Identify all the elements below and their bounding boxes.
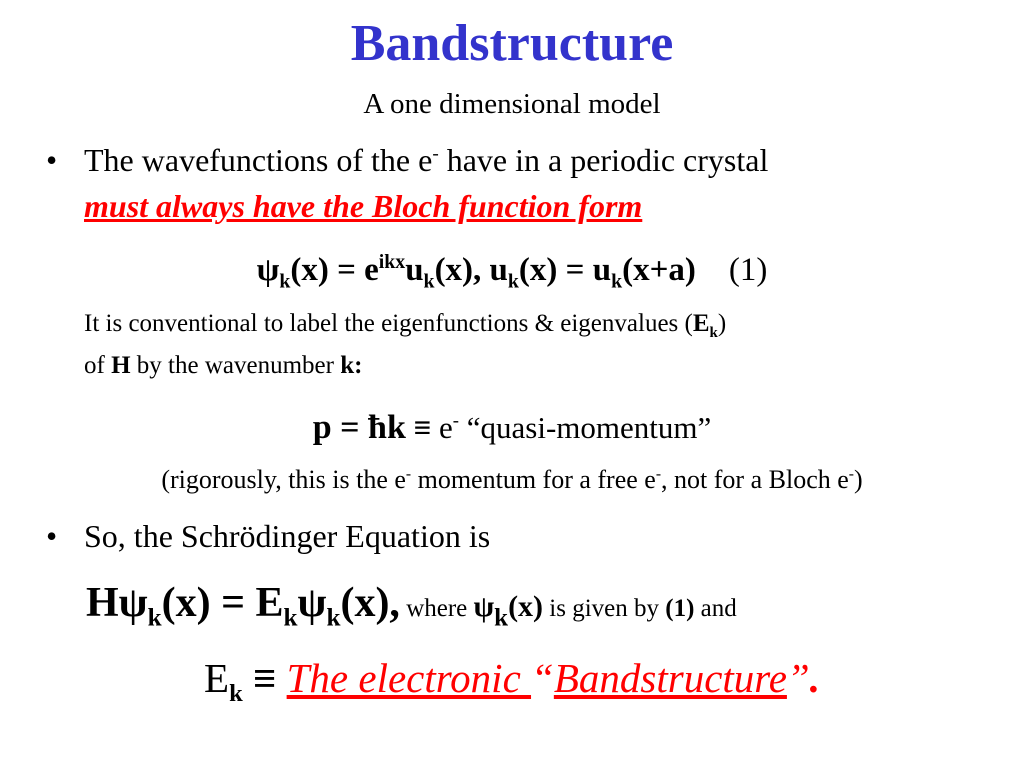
- electron-superscript: -: [848, 465, 854, 483]
- quasi-momentum-label: “quasi-momentum”: [459, 410, 712, 445]
- electron-symbol: e: [431, 410, 453, 445]
- period: .: [809, 655, 820, 701]
- k-subscript: k: [709, 325, 718, 341]
- electron-superscript: -: [432, 143, 439, 165]
- electron-superscript: -: [452, 410, 459, 432]
- convention-text: of: [84, 352, 112, 379]
- bullet-schrodinger: So, the Schrödinger Equation is: [84, 518, 491, 554]
- k-subscript: k: [507, 270, 519, 293]
- equation-number: (1): [695, 252, 768, 288]
- slide-title: Bandstructure: [350, 15, 674, 72]
- eq3-part: (x) = E: [161, 580, 284, 626]
- bullet1-text: The wavefunctions of the e: [84, 142, 433, 178]
- equiv-symbol: ≡: [242, 655, 287, 701]
- eq1-part: (x), u: [434, 252, 508, 288]
- rigor-text: (rigorously, this is the e: [161, 465, 406, 494]
- equation-reference: (1): [665, 595, 695, 622]
- schrodinger-equation: Hψk(x) = Ekψk(x), where ψk(x) is given b…: [86, 576, 737, 636]
- psi-symbol: ψ: [297, 580, 327, 626]
- E-symbol: E: [692, 310, 710, 337]
- electron-superscript: -: [405, 465, 412, 483]
- eq3-part: (x),: [340, 580, 400, 626]
- bloch-emphasis: must always have the Bloch function form: [84, 188, 643, 224]
- convention-line1: It is conventional to label the eigenfun…: [84, 308, 727, 341]
- bullet-dot: •: [46, 142, 58, 178]
- bloch-equation: ψk(x) = eikxuk(x), uk(x) = uk(x+a) (1): [0, 248, 1024, 292]
- k-subscript: k: [147, 604, 162, 632]
- rigorous-note: (rigorously, this is the e- momentum for…: [0, 462, 1024, 498]
- k-subscript: k: [423, 270, 435, 293]
- convention-text: It is conventional to label the eigenfun…: [84, 310, 693, 337]
- psi-symbol: ψ: [473, 590, 495, 623]
- E-symbol: E: [204, 655, 230, 701]
- bloch-emphasis-line: must always have the Bloch function form: [84, 186, 642, 226]
- eq1-part: (x) = e: [290, 252, 379, 288]
- quasi-momentum-equation: p = ħk ≡ e- “quasi-momentum”: [0, 406, 1024, 450]
- rigor-text: , not for a Bloch e: [661, 465, 849, 494]
- k-symbol: k:: [340, 352, 363, 379]
- convention-line2: of H by the wavenumber k:: [84, 350, 362, 382]
- convention-text: by the wavenumber: [130, 352, 341, 379]
- eq1-part: (x) = u: [518, 252, 612, 288]
- bullet-wavefunctions: The wavefunctions of the e- have in a pe…: [84, 140, 768, 180]
- electronic-text: The electronic: [286, 655, 532, 701]
- bullet1-text-end: have in a periodic crystal: [438, 142, 769, 178]
- momentum-expression: p = ħk: [312, 409, 406, 446]
- equiv-symbol: ≡: [413, 410, 432, 445]
- ikx-exponent: ikx: [378, 251, 406, 273]
- bandstructure-text: Bandstructure: [553, 655, 787, 701]
- eq1-part: (x+a): [622, 252, 696, 288]
- quote-close: ”: [786, 655, 810, 701]
- k-subscript: k: [229, 680, 243, 708]
- H-symbol: H: [111, 352, 131, 379]
- k-subscript: k: [326, 604, 341, 632]
- where-text: where: [399, 595, 474, 622]
- slide-subtitle: A one dimensional model: [363, 88, 661, 120]
- convention-text: ): [717, 310, 727, 337]
- electron-superscript: -: [655, 465, 662, 483]
- x-argument: (x): [508, 590, 544, 623]
- psi-symbol: ψ: [118, 580, 148, 626]
- k-subscript: k: [611, 270, 623, 293]
- k-subscript: k: [279, 270, 291, 293]
- quote-open: “: [531, 655, 554, 701]
- bandstructure-definition: Ek ≡ The electronic “Bandstructure”.: [0, 650, 1024, 706]
- bullet-dot: •: [46, 518, 58, 554]
- k-subscript: k: [283, 604, 298, 632]
- psi-symbol: ψ: [256, 252, 280, 288]
- k-subscript: k: [494, 604, 509, 632]
- rigor-text: ): [853, 465, 863, 494]
- H-symbol: H: [86, 580, 119, 626]
- given-by-text: is given by: [543, 595, 666, 622]
- rigor-text: momentum for a free e: [411, 465, 656, 494]
- u-symbol: u: [405, 252, 424, 288]
- and-text: and: [694, 595, 737, 622]
